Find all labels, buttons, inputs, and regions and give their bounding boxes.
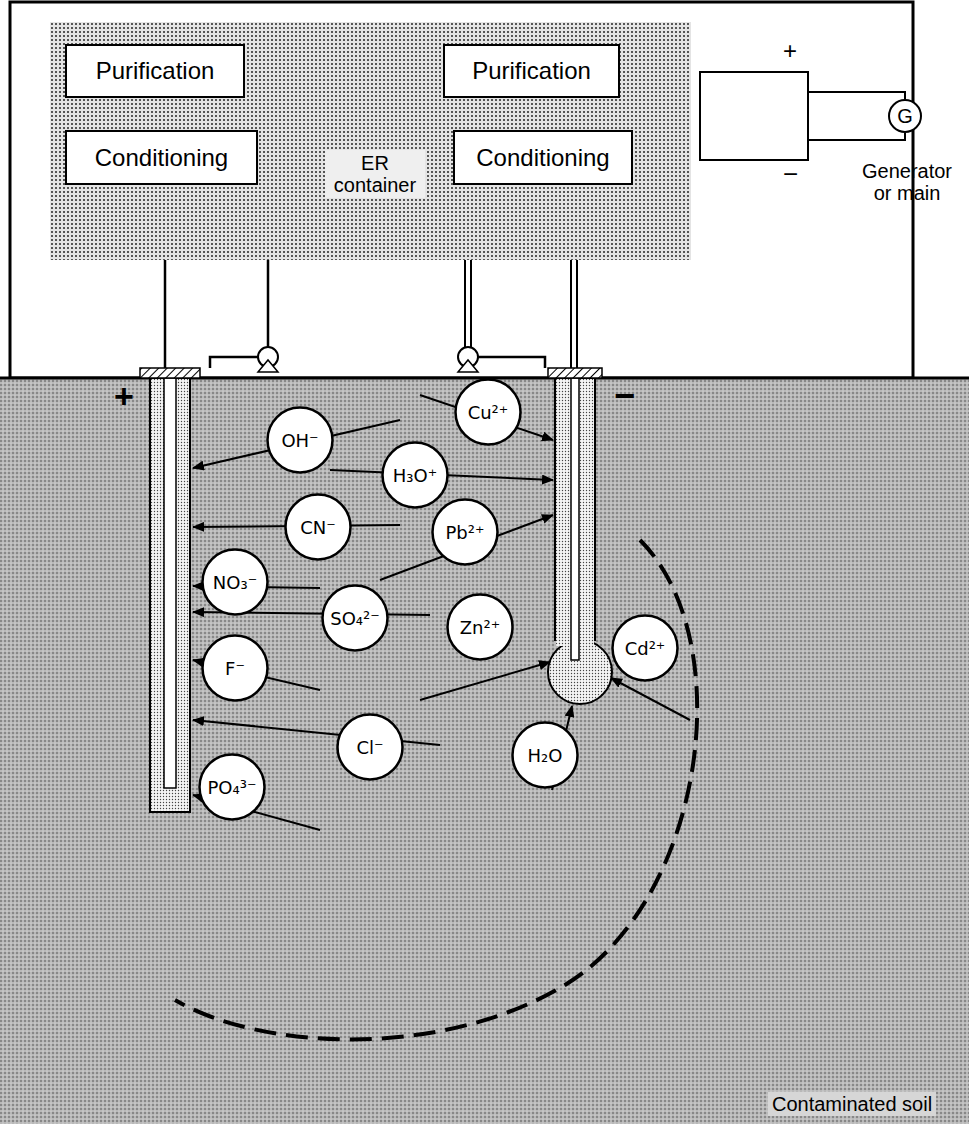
- circle-outline: [383, 443, 448, 508]
- box-label: Conditioning: [95, 144, 228, 172]
- anode-well: [150, 378, 190, 812]
- ion-formula: Cl⁻: [356, 737, 383, 758]
- well-cap: [140, 368, 200, 378]
- ion-formula: Zn²⁺: [460, 617, 500, 638]
- process-box: Conditioning: [65, 130, 258, 185]
- ion-circle: H₃O⁺: [381, 441, 449, 509]
- ion-circle: NO₃⁻: [201, 548, 269, 616]
- pipe: [478, 357, 545, 368]
- ion-circle: CN⁻: [284, 493, 352, 561]
- process-box: Conditioning: [453, 130, 633, 185]
- wire: [808, 133, 905, 140]
- polarity-sign: −: [783, 160, 798, 189]
- ion-formula: H₂O: [528, 745, 563, 766]
- polarity-sign: −: [614, 376, 635, 416]
- circle-outline: [203, 550, 268, 615]
- pump-symbol: [458, 360, 478, 372]
- circle-outline: [338, 715, 403, 780]
- power-supply: [700, 72, 808, 160]
- ion-circle: Cl⁻: [336, 713, 404, 781]
- box-label: Purification: [96, 57, 215, 85]
- ion-formula: Cu²⁺: [468, 402, 509, 423]
- soil-ground: [0, 378, 969, 1124]
- ion-circle: Cu²⁺: [454, 378, 522, 446]
- ion-circle: Zn²⁺: [446, 593, 514, 661]
- ion-circle: Pb²⁺: [431, 498, 499, 566]
- ion-circle: SO₄²⁻: [321, 584, 389, 652]
- soil-label: Contaminated soil: [768, 1092, 936, 1116]
- ion-formula: H₃O⁺: [393, 465, 437, 486]
- well-cap: [548, 368, 602, 378]
- circle-outline: [448, 595, 513, 660]
- box-label: Conditioning: [476, 144, 609, 172]
- box-label: Purification: [472, 57, 591, 85]
- ion-formula: PO₄³⁻: [208, 777, 257, 798]
- circle-outline: [323, 586, 388, 651]
- circle-outline: [613, 616, 678, 681]
- circle-outline: [268, 408, 333, 473]
- circle-outline: [200, 755, 265, 820]
- ion-circle: OH⁻: [266, 406, 334, 474]
- ion-circle: F⁻: [201, 634, 269, 702]
- process-box: Purification: [65, 44, 245, 98]
- ion-circle: H₂O: [511, 721, 579, 789]
- wire: [808, 92, 905, 99]
- circle-outline: [203, 636, 268, 701]
- anode-tube: [164, 378, 176, 788]
- pump-symbol: [258, 360, 278, 372]
- circle-outline: [286, 495, 351, 560]
- polarity-sign: +: [114, 378, 134, 415]
- ion-formula: CN⁻: [300, 517, 336, 538]
- process-box: Purification: [443, 44, 620, 98]
- ion-formula: SO₄²⁻: [330, 608, 380, 629]
- migration-arrow: [420, 662, 550, 700]
- ion-formula: NO₃⁻: [213, 572, 257, 593]
- field-boundary: [175, 540, 697, 1039]
- migration-arrow: [611, 678, 690, 720]
- generator-letter: G: [897, 105, 913, 128]
- ion-circle: Cd²⁺: [611, 614, 679, 682]
- polarity-sign: +: [783, 38, 797, 64]
- generator-label: Generator or main: [855, 160, 959, 204]
- pipe: [210, 357, 258, 368]
- cathode-tube: [571, 378, 579, 660]
- container-region: ER container PurificationConditioning Puri…: [50, 22, 691, 260]
- ion-formula: Pb²⁺: [446, 522, 485, 543]
- generator-symbol: GGenerator or main: [888, 99, 922, 133]
- cathode-bulb: [548, 640, 612, 704]
- circle-outline: [513, 723, 578, 788]
- circle-outline: [456, 380, 521, 445]
- ion-formula: Cd²⁺: [625, 638, 666, 659]
- circle-outline: [433, 500, 498, 565]
- circle-outline: [889, 100, 921, 132]
- ion-formula: F⁻: [225, 658, 245, 679]
- region-label: ER container: [325, 150, 425, 198]
- container-housing: [10, 2, 913, 378]
- ion-formula: OH⁻: [281, 430, 318, 451]
- ion-circle: PO₄³⁻: [198, 753, 266, 821]
